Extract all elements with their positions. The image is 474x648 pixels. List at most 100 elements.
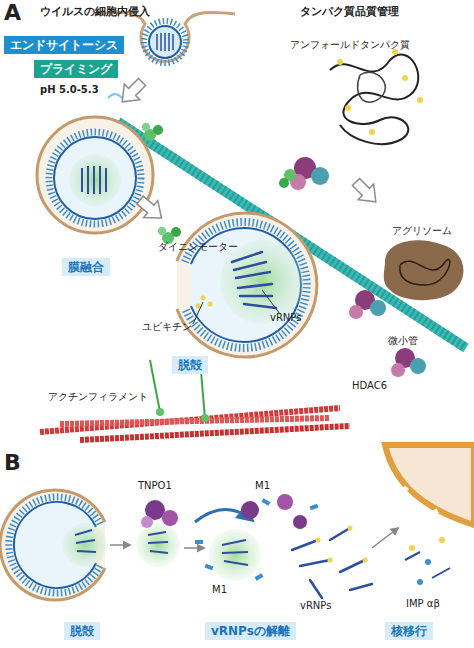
tnpo1-m1-proteins: [293, 515, 307, 529]
ph-note: pH 5.0-5.3: [40, 84, 99, 95]
vrnp-strands: [363, 558, 368, 563]
hdac6-protein: [391, 363, 405, 377]
uncoating-endosome: [171, 227, 181, 237]
uncoating-endosome: [262, 290, 280, 314]
uncoating-endosome: [201, 296, 206, 301]
tnpo1-m1-proteins: [205, 564, 214, 570]
nucleus: [385, 445, 474, 525]
unfolded-protein: [358, 72, 386, 102]
part-label: TNPO1: [138, 480, 172, 491]
fusion-endosome: [37, 94, 163, 233]
endocytosis-virus: [144, 21, 186, 63]
uncoating-endosome: [196, 304, 201, 309]
nucleus: [425, 559, 431, 565]
unfolded-protein: [345, 105, 351, 111]
panel-label: B: [4, 450, 21, 475]
uncoating-endosome: [177, 213, 317, 357]
part-label: vRNPs: [300, 600, 331, 611]
vrnp-strands: [340, 560, 365, 572]
tnpo1-m1-proteins: [262, 498, 271, 505]
unfolded-protein: [330, 49, 423, 144]
vrnp-strands: [348, 526, 353, 531]
nucleus: [405, 552, 420, 560]
fusion-endosome: [54, 137, 136, 219]
actin-filament: [156, 408, 164, 416]
actin-filament: [201, 414, 209, 422]
actin-filament: [80, 426, 350, 440]
tnpo1-m1-proteins: [255, 573, 264, 580]
stage-label-box: 脱殻: [172, 356, 208, 374]
process-arrow: [114, 74, 149, 109]
fusion-endosome: [108, 94, 122, 98]
process-arrow: [114, 74, 383, 226]
hdac6-protein: [370, 300, 386, 316]
vrnp-strands: [292, 540, 318, 550]
part-label: IMP αβ: [406, 598, 440, 609]
hdac6-protein: [279, 178, 289, 188]
aggresome: [384, 240, 464, 300]
part-label: vRNPs: [270, 312, 301, 323]
tnpo1-m1-proteins: [141, 494, 318, 581]
nucleus: [439, 537, 445, 543]
tnpo1-m1-proteins: [162, 510, 178, 526]
aggresome: [400, 259, 450, 285]
part-label: M1: [212, 584, 227, 595]
uncoating-endosome: [220, 240, 304, 324]
node-text: プライミング: [40, 62, 112, 76]
part-label: 微小管: [388, 334, 418, 348]
fusion-endosome: [49, 132, 141, 224]
unfolded-protein: [417, 97, 423, 103]
node-text: 膜融合: [68, 260, 104, 274]
panel-b-uncoating: [63, 523, 107, 567]
part-label: M1: [255, 480, 270, 491]
node-text: 核移行: [391, 624, 427, 638]
node-text: エンドサイトーシス: [10, 38, 118, 52]
process-arrow: [133, 192, 169, 227]
tnpo1-m1-proteins: [277, 494, 293, 510]
uncoating-endosome: [193, 302, 203, 324]
vrnp-strands: [350, 584, 372, 590]
hdac6-protein: [311, 167, 329, 185]
nucleus: [430, 508, 439, 516]
panel-b-uncoating: [148, 532, 168, 553]
panel-b-uncoating: [0, 490, 261, 600]
stage-band: エンドサイトーシス: [4, 36, 124, 54]
vrnp-strands: [310, 580, 322, 598]
vrnp-strands: [330, 528, 350, 540]
tnpo1-m1-proteins: [195, 540, 203, 544]
vrnp-strands: [316, 538, 321, 543]
fusion-endosome: [82, 166, 106, 194]
endocytosis-virus: [157, 33, 173, 51]
nucleus: [400, 486, 409, 495]
unfolded-protein: [369, 129, 375, 135]
fusion-endosome: [69, 154, 121, 206]
tnpo1-m1-proteins: [310, 504, 319, 510]
fusion-endosome: [153, 125, 163, 135]
panel-b-uncoating: [110, 544, 130, 546]
uncoating-endosome: [158, 213, 317, 357]
tnpo1-m1-proteins: [141, 516, 153, 528]
nucleus: [432, 568, 450, 578]
nucleus: [372, 528, 398, 548]
stage-label-box: 脱殻: [64, 622, 100, 640]
fusion-endosome: [37, 117, 153, 233]
unfolded-protein: [330, 55, 418, 145]
stage-label-box: vRNPsの解離: [205, 622, 296, 640]
panel-b-uncoating: [184, 547, 204, 549]
panel-b-uncoating: [75, 530, 96, 552]
process-arrow: [348, 174, 383, 209]
part-label: ダイニンモーター: [158, 240, 238, 254]
tnpo1-m1-proteins: [241, 501, 259, 519]
part-label: アグリソーム: [392, 224, 452, 238]
endocytosis-virus: [149, 26, 181, 58]
actin-filament: [60, 418, 330, 424]
panel-b-uncoating: [136, 523, 180, 567]
part-label: HDAC6: [352, 380, 387, 391]
unfolded-protein: [337, 59, 343, 65]
panel-b-uncoating: [209, 529, 261, 581]
vrnp-strands: [292, 526, 372, 599]
stage-label-box: 膜融合: [62, 258, 110, 276]
hdac6-protein: [349, 305, 363, 319]
